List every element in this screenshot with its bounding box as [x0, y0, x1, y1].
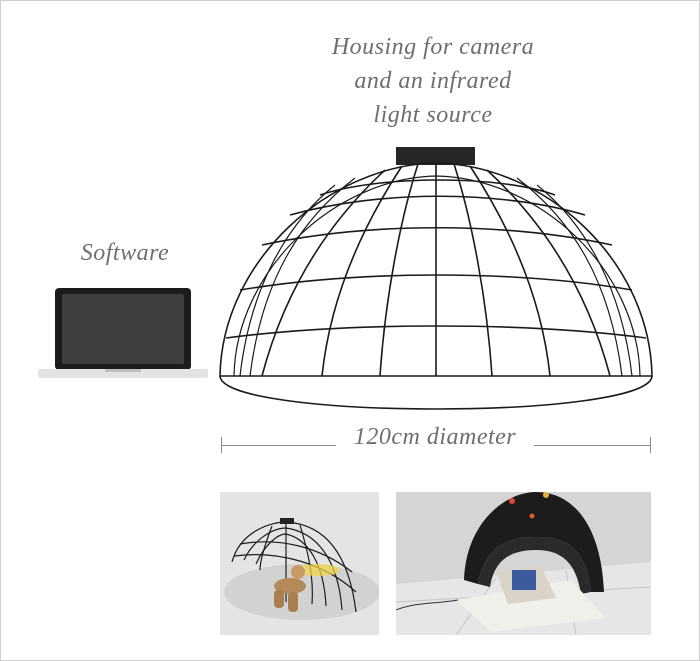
- latitude-ring-3: [239, 274, 633, 291]
- dimension-line-right: [534, 445, 651, 446]
- latitude-ring-4: [225, 325, 647, 339]
- photo-prototype-illustration: [220, 492, 379, 635]
- dome-base-front: [219, 375, 653, 410]
- housing-label-line-1: Housing for camera: [331, 34, 535, 60]
- dimension-line-left: [221, 445, 336, 446]
- meridian-l3: [261, 169, 386, 377]
- meridian-r1: [453, 163, 493, 377]
- software-label: Software: [80, 240, 170, 266]
- meridian-l1: [379, 163, 419, 377]
- housing-label: Housing for camera and an infrared light…: [300, 30, 566, 132]
- laptop-icon: [38, 288, 208, 378]
- wire-dome-icon: [219, 162, 653, 410]
- meridian-r4: [516, 177, 623, 377]
- meridian-r2: [469, 165, 551, 377]
- meridian-l4: [249, 177, 356, 377]
- dimension-tick-right: [650, 437, 651, 453]
- meridian-l2: [321, 165, 403, 377]
- photo-covered-illustration: [396, 492, 651, 635]
- latitude-ring-2: [261, 226, 613, 246]
- meridian-r3: [486, 169, 611, 377]
- housing-label-line-3: light source: [373, 102, 493, 128]
- camera-housing-icon: [396, 147, 475, 165]
- laptop-screen: [62, 294, 184, 364]
- laptop-notch: [105, 369, 141, 372]
- photo-covered-dome: [396, 492, 651, 635]
- meridian-r5: [536, 184, 633, 377]
- latitude-ring-1: [319, 179, 556, 196]
- laptop-base: [38, 369, 208, 378]
- photo-prototype-dome: [220, 492, 379, 635]
- meridian-l5: [239, 184, 336, 377]
- latitude-ring-1b: [289, 195, 586, 216]
- diameter-label: 120cm diameter: [353, 424, 517, 450]
- housing-label-line-2: and an infrared: [354, 68, 512, 94]
- dome-inner-outline: [233, 175, 641, 377]
